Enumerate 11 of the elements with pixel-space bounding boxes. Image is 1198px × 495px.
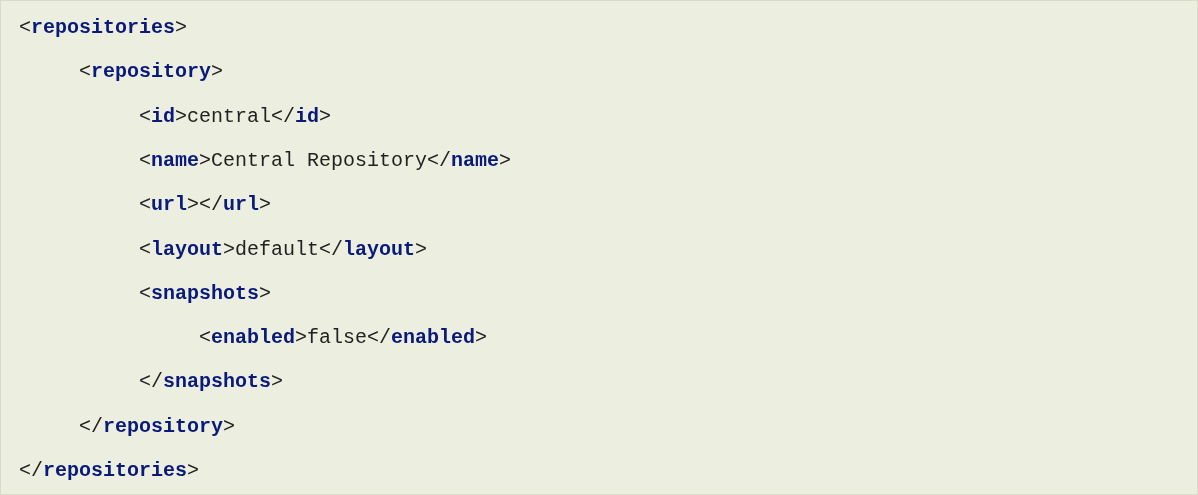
code-line: </repository> [79,414,236,439]
code-line: <repository> [79,60,224,85]
code-line: <layout>default</layout> [139,237,428,262]
code-line: </snapshots> [139,370,284,395]
code-line: </repositories> [19,459,200,483]
code-line: <enabled>false</enabled> [199,326,488,351]
code-line: <name>Central Repository</name> [139,148,512,173]
code-line: <id>central</id> [139,104,332,129]
code-line: <url></url> [139,193,272,218]
code-line: <repositories> [19,16,188,40]
code-line: <snapshots> [139,281,272,306]
